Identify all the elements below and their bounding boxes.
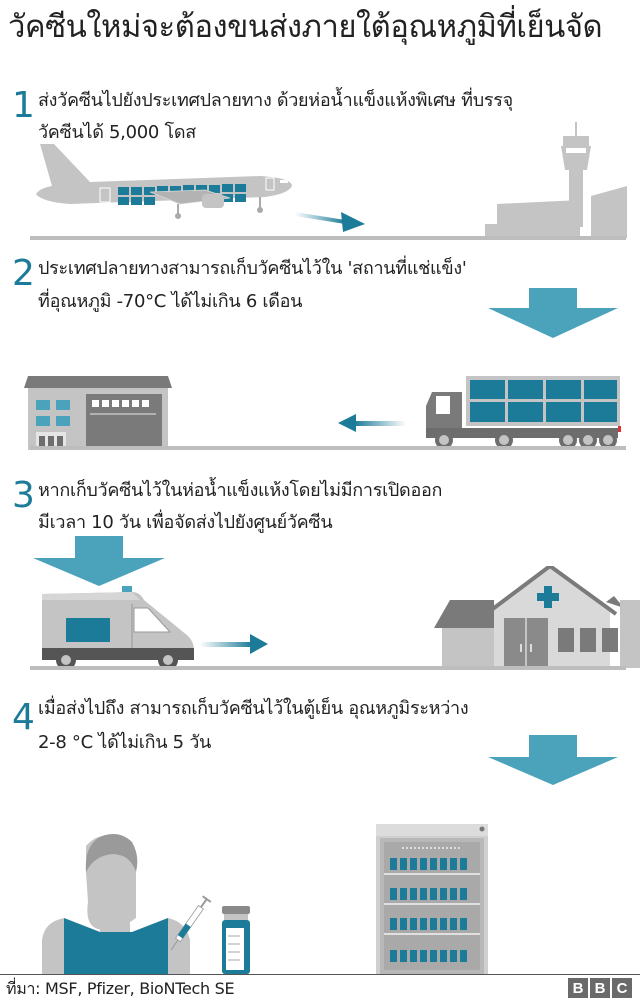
step-2-number: 2 [12,253,35,294]
bbc-logo-letter: B [568,978,588,998]
step-2-text-line2: ที่อุณหภูมิ -70°C ได้ไม่เกิน 6 เดือน [38,291,303,312]
bbc-logo-letter: B [590,978,610,998]
page-title: วัคซีนใหม่จะต้องขนส่งภายใต้อุณหภูมิที่เย… [8,9,603,45]
airport-tower-icon [485,122,627,238]
footer-divider [0,974,640,975]
step-1-text-line2: วัคซีนได้ 5,000 โดส [38,122,196,143]
step-4-text-line2: 2-8 °C ได้ไม่เกิน 5 วัน [38,732,212,753]
ground-line-3 [30,666,626,670]
warehouse-icon [22,376,174,450]
step-1-number: 1 [12,85,35,126]
refrigerated-truck-icon [424,376,624,450]
step-3-text-line1: หากเก็บวัคซีนไว้ในห่อน้ำแข็งแห้งโดยไม่มี… [38,480,443,501]
arrow-right-icon [295,208,370,234]
step-4-text-line1: เมื่อส่งไปถึง สามารถเก็บวัคซีนไว้ในตู้เย… [38,698,469,719]
ground-line-1 [30,236,626,240]
bbc-logo: B B C [568,978,632,998]
step-2-text-line1: ประเทศปลายทางสามารถเก็บวัคซีนไว้ใน 'สถาน… [38,258,467,279]
step-1-text-line1: ส่งวัคซีนไปยังประเทศปลายทาง ด้วยห่อน้ำแข… [38,90,513,111]
refrigerated-van-icon [40,586,200,668]
arrow-right-icon [200,632,270,656]
vaccine-refrigerator-icon [376,824,488,974]
source-credit: ที่มา: MSF, Pfizer, BioNTech SE [6,979,235,998]
airplane-icon [30,142,300,222]
step-3-number: 3 [12,475,35,516]
person-receiving-injection-icon [40,832,260,974]
hospital-icon [434,566,640,668]
arrow-down-icon [488,288,618,338]
step-3-text-line2: มีเวลา 10 วัน เพื่อจัดส่งไปยังศูนย์วัคซี… [38,512,333,533]
bbc-logo-letter: C [612,978,632,998]
arrow-left-icon [338,412,408,434]
ground-line-2 [30,446,626,450]
step-4-number: 4 [12,697,35,738]
arrow-down-icon [488,735,618,785]
arrow-down-icon [33,536,165,586]
